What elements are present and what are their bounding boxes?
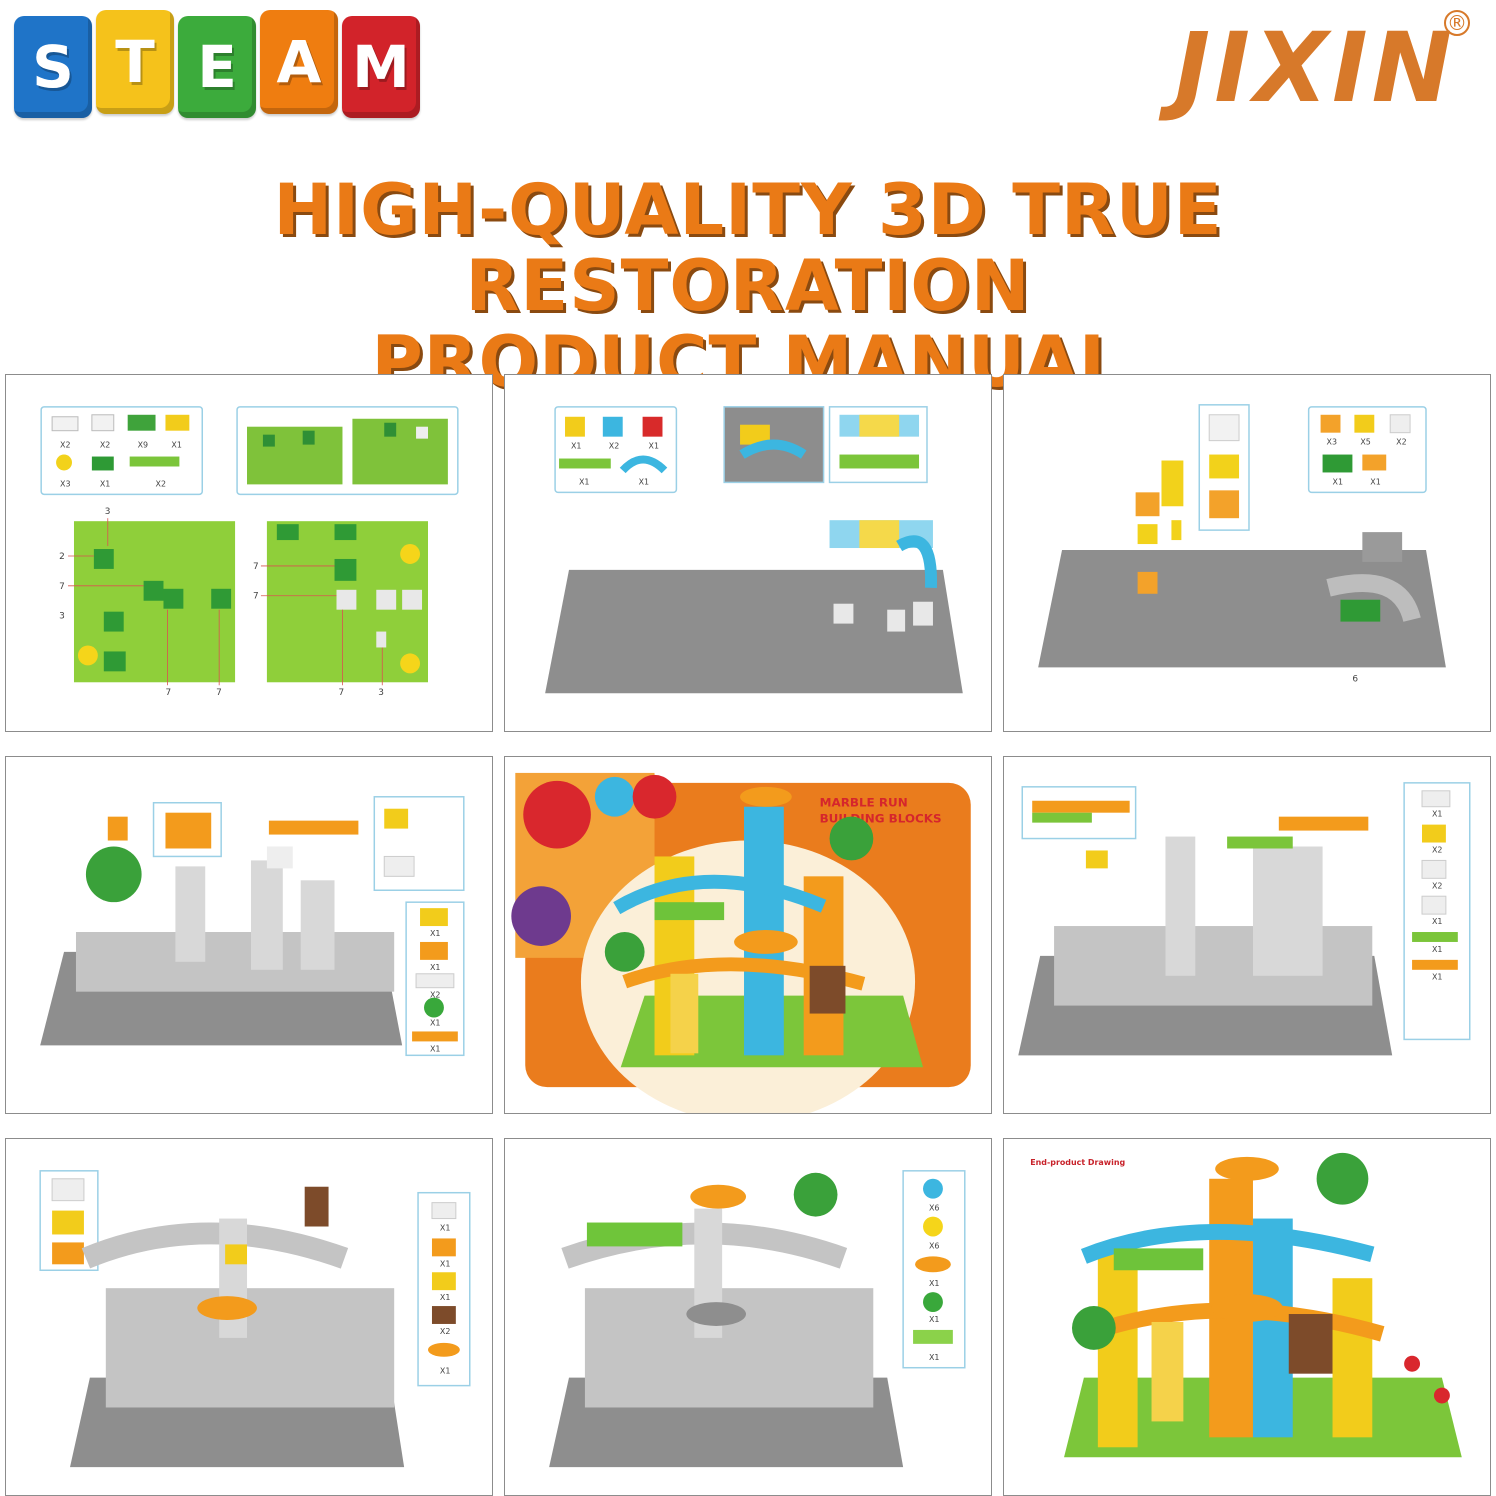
p1-part-qty-6: X1 [100, 479, 111, 488]
manual-panel-1: X2 X2 X9 X1 X3 X1 X2 [5, 374, 493, 732]
panel-2-illustration: X1 X2 X1 X1 X1 [545, 406, 963, 694]
p6-part-qty-3: X2 [1432, 881, 1443, 890]
cover-title-line-1: MARBLE RUN [820, 796, 908, 810]
panel-1-illustration: X2 X2 X9 X1 X3 X1 X2 [40, 406, 459, 698]
steam-letter-e: E [178, 16, 256, 118]
p1-callout-10: 3 [378, 688, 384, 698]
p4-part-qty-2: X1 [430, 963, 441, 972]
p2-part-qty-3: X1 [649, 442, 660, 451]
p1-callout-4: 3 [59, 612, 65, 622]
p7-part-qty-2: X1 [440, 1259, 451, 1268]
p6-part-qty-1: X1 [1432, 810, 1443, 819]
panel-7-illustration: X1 X1 X1 X2 X1 [39, 1170, 471, 1468]
p7-part-qty-1: X1 [440, 1223, 451, 1232]
marble-yellow-icon [923, 1216, 943, 1237]
p2-part-qty-2: X2 [609, 442, 620, 451]
palm-tree-icon [85, 846, 142, 903]
p3-part-qty-1: X3 [1327, 438, 1338, 447]
p6-part-qty-6: X1 [1432, 973, 1443, 982]
brand-name: JIXIN [1174, 12, 1456, 124]
p6-part-qty-5: X1 [1432, 945, 1443, 954]
p1-callout-8: 7 [253, 592, 259, 602]
manual-panel-8: X6 X6 X1 X1 X1 [504, 1138, 992, 1496]
manual-panel-3: X3 X5 X2 X1 X1 6 [1003, 374, 1491, 732]
registered-mark: ® [1444, 10, 1470, 36]
p6-part-qty-2: X2 [1432, 845, 1443, 854]
p7-part-qty-3: X1 [440, 1293, 451, 1302]
dinosaur-icon [670, 973, 699, 1054]
panel-8-illustration: X6 X6 X1 X1 X1 [549, 1170, 966, 1468]
grass-icon [91, 456, 114, 471]
steam-letter-m: M [342, 16, 420, 118]
p1-callout-1: 3 [105, 507, 111, 517]
p2-part-qty-1: X1 [571, 442, 582, 451]
panel-4-illustration: X1 X1 X2 X1 X1 [40, 796, 465, 1057]
p3-callout-1: 6 [1352, 674, 1358, 684]
p4-part-qty-5: X1 [430, 1044, 441, 1053]
steam-letter-s: S [14, 16, 92, 118]
flower-icon [56, 454, 72, 471]
p1-callout-5: 7 [165, 688, 171, 698]
p7-part-qty-4: X2 [440, 1327, 451, 1336]
crocodile-icon [654, 902, 725, 921]
manual-panel-9-end-product: End-product Drawing [1003, 1138, 1491, 1496]
headline-line-1: HIGH-QUALITY 3D TRUE RESTORATION [273, 169, 1223, 327]
p6-part-qty-4: X1 [1432, 917, 1443, 926]
p3-part-qty-4: X1 [1333, 477, 1344, 486]
p7-part-qty-5: X1 [440, 1367, 451, 1376]
p1-callout-6: 7 [216, 688, 222, 698]
p3-part-qty-3: X2 [1396, 438, 1407, 447]
end-product-caption: End-product Drawing [1030, 1158, 1125, 1167]
p8-part-qty-5: X1 [929, 1353, 940, 1362]
steam-letter-a: A [260, 10, 338, 114]
p8-part-qty-2: X6 [929, 1241, 940, 1250]
p1-part-qty-3: X9 [138, 441, 149, 450]
p1-callout-2: 2 [59, 552, 65, 562]
p1-part-qty-5: X3 [60, 479, 71, 488]
marble-blue-icon [923, 1178, 943, 1199]
p1-callout-9: 7 [338, 688, 344, 698]
panel-6-illustration: X1 X2 X2 X1 X1 X1 [1018, 782, 1471, 1056]
p4-part-qty-4: X1 [430, 1018, 441, 1027]
p8-part-qty-1: X6 [929, 1204, 940, 1213]
manual-panel-6: X1 X2 X2 X1 X1 X1 [1003, 756, 1491, 1114]
cover-illustration: MARBLE RUN BUILDING BLOCKS [511, 772, 971, 1113]
p1-part-qty-7: X2 [156, 479, 167, 488]
p1-callout-7: 7 [253, 562, 259, 572]
p8-part-qty-3: X1 [929, 1279, 940, 1288]
p3-part-qty-5: X1 [1370, 477, 1381, 486]
manual-panel-7: X1 X1 X1 X2 X1 [5, 1138, 493, 1496]
p1-part-qty-1: X2 [60, 441, 71, 450]
p1-part-qty-4: X1 [171, 441, 182, 450]
p8-part-qty-4: X1 [929, 1315, 940, 1324]
end-product-illustration: End-product Drawing [1030, 1152, 1462, 1458]
p1-callout-3: 7 [59, 582, 65, 592]
p3-part-qty-2: X5 [1360, 438, 1371, 447]
p2-part-qty-4: X1 [579, 477, 590, 486]
p2-part-qty-5: X1 [639, 477, 650, 486]
manual-panel-4: X1 X1 X2 X1 X1 [5, 756, 493, 1114]
p4-part-qty-1: X1 [430, 929, 441, 938]
manual-panel-2: X1 X2 X1 X1 X1 [504, 374, 992, 732]
crocodile-part-icon [586, 1222, 683, 1247]
steam-logo: S T E A M [14, 10, 420, 118]
p4-part-qty-3: X2 [430, 991, 441, 1000]
steam-letter-t: T [96, 10, 174, 114]
brand-logo: JIXIN ® [1136, 8, 1470, 128]
manual-panel-5-cover: MARBLE RUN BUILDING BLOCKS [504, 756, 992, 1114]
p1-part-qty-2: X2 [100, 441, 111, 450]
panel-3-illustration: X3 X5 X2 X1 X1 6 [1038, 404, 1446, 684]
page-headline: HIGH-QUALITY 3D TRUE RESTORATION PRODUCT… [0, 172, 1496, 400]
